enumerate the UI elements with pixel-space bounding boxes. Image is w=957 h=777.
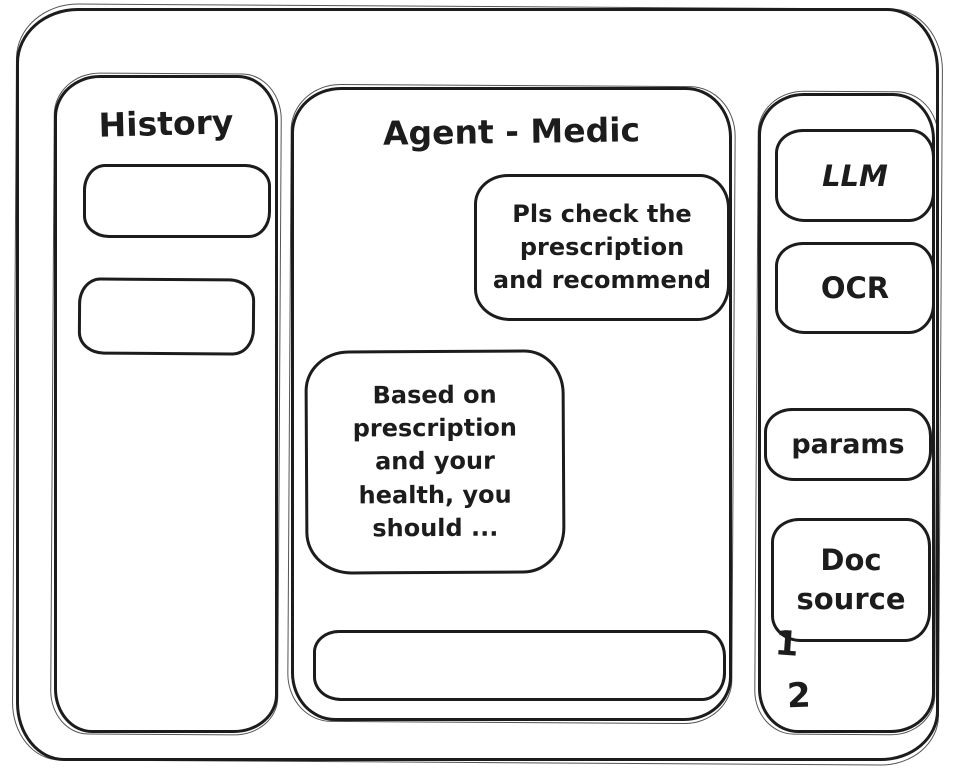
history-title: History bbox=[98, 102, 234, 145]
tools-sidebar: LLM OCR params Doc source 1 2 bbox=[758, 93, 935, 733]
chat-input[interactable] bbox=[313, 630, 726, 701]
doc-source-item-1[interactable]: 1 bbox=[773, 623, 801, 665]
history-item[interactable] bbox=[77, 277, 256, 356]
assistant-message-bubble: Based on prescription and your health, y… bbox=[304, 349, 566, 575]
doc-source-button[interactable]: Doc source bbox=[771, 518, 931, 642]
chat-panel: Agent - Medic Pls check the prescription… bbox=[291, 87, 732, 721]
page-title: Agent - Medic bbox=[382, 110, 641, 153]
llm-button[interactable]: LLM bbox=[775, 129, 935, 222]
params-button[interactable]: params bbox=[764, 408, 932, 481]
history-sidebar: History bbox=[54, 75, 278, 733]
doc-source-item-2[interactable]: 2 bbox=[786, 675, 812, 717]
app-window-frame: History Agent - Medic Pls check the pres… bbox=[16, 8, 939, 761]
user-message-bubble: Pls check the prescription and recommend bbox=[474, 174, 730, 321]
history-item[interactable] bbox=[83, 164, 271, 238]
ocr-button[interactable]: OCR bbox=[775, 242, 935, 334]
